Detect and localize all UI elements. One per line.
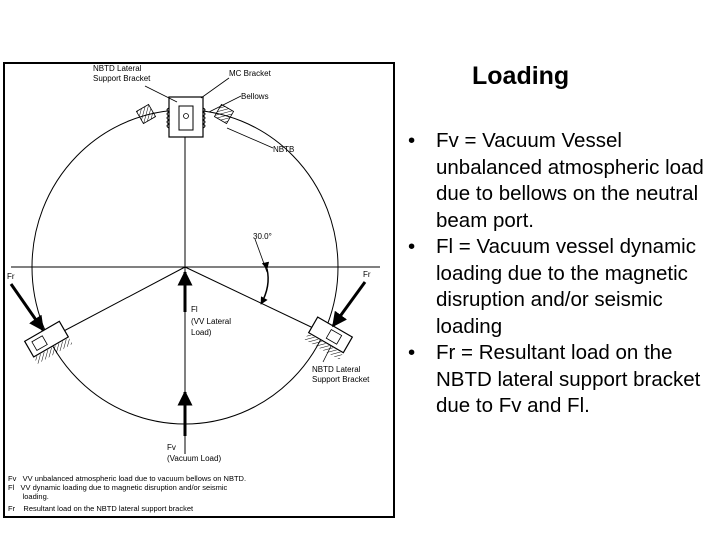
- legend-line-3: loading.: [8, 492, 49, 501]
- label-bellows: Bellows: [241, 92, 269, 101]
- angle-leader: [254, 238, 268, 273]
- legend-line-4: Fr Resultant load on the NBTD lateral su…: [8, 504, 194, 513]
- legend-line-2: Fl VV dynamic loading due to magnetic di…: [8, 483, 228, 492]
- diagram-svg: NBTD Lateral Support Bracket MC Bracket …: [7, 64, 380, 513]
- bullet-marker: •: [408, 235, 416, 258]
- left-30deg-line: [42, 266, 186, 343]
- label-fl-desc-1: (VV Lateral: [191, 317, 231, 326]
- bullet-list: • Fv = Vacuum Vessel unbalanced atmosphe…: [408, 128, 720, 420]
- mc-bracket-inner: [178, 105, 194, 131]
- bullet-item-fv: • Fv = Vacuum Vessel unbalanced atmosphe…: [408, 128, 720, 234]
- label-nbtd-lateral-bottom-2: Support Bracket: [312, 375, 370, 384]
- nbtd-top-leader: [144, 85, 178, 103]
- label-mc-bracket: MC Bracket: [229, 69, 272, 78]
- bellows-leader: [208, 95, 242, 113]
- top-left-hatch: [135, 103, 157, 125]
- bullet-text-fl: Fl = Vacuum vessel dynamic loading due t…: [436, 235, 696, 338]
- label-fr-left: Fr: [7, 272, 15, 281]
- label-nbtd-lateral-bottom-1: NBTD Lateral: [312, 365, 361, 374]
- bellows-coil: [201, 107, 206, 129]
- fr-left-arrow: [9, 283, 45, 332]
- mc-bracket-leader: [200, 77, 230, 99]
- bullet-marker: •: [408, 341, 416, 364]
- label-fr-right: Fr: [363, 270, 371, 279]
- loading-diagram: NBTD Lateral Support Bracket MC Bracket …: [3, 62, 395, 518]
- label-fv: Fv: [167, 443, 176, 452]
- right-30deg-line: [184, 266, 331, 337]
- bullet-item-fl: • Fl = Vacuum vessel dynamic loading due…: [408, 234, 720, 340]
- bullet-text-fv: Fv = Vacuum Vessel unbalanced atmospheri…: [436, 129, 704, 232]
- label-fv-desc: (Vacuum Load): [167, 454, 221, 463]
- bullet-text-fr: Fr = Resultant load on the NBTD lateral …: [436, 341, 701, 417]
- bellows-coil-left: [166, 107, 171, 129]
- right-support-bracket: [304, 316, 354, 360]
- top-right-hatch: [213, 103, 235, 125]
- bullet-item-fr: • Fr = Resultant load on the NBTD latera…: [408, 340, 720, 420]
- legend-line-1: Fv VV unbalanced atmospheric load due to…: [8, 474, 246, 483]
- nbtd-bottom-leader: [322, 345, 332, 363]
- bullet-marker: •: [408, 129, 416, 152]
- label-fl: Fl: [191, 305, 198, 314]
- label-angle: 30.0°: [253, 232, 272, 241]
- label-fl-desc-2: Load): [191, 328, 212, 337]
- label-nbtd-lateral-top-1: NBTD Lateral: [93, 64, 142, 73]
- nbtb-leader: [226, 127, 274, 149]
- left-support-bracket: [23, 320, 73, 364]
- fr-right-arrow: [331, 281, 367, 328]
- label-nbtb: NBTB: [273, 145, 294, 154]
- label-nbtd-lateral-top-2: Support Bracket: [93, 74, 151, 83]
- angle-arc: [260, 261, 270, 305]
- bracket-bolt-icon: [183, 113, 189, 119]
- slide-title: Loading: [472, 62, 570, 90]
